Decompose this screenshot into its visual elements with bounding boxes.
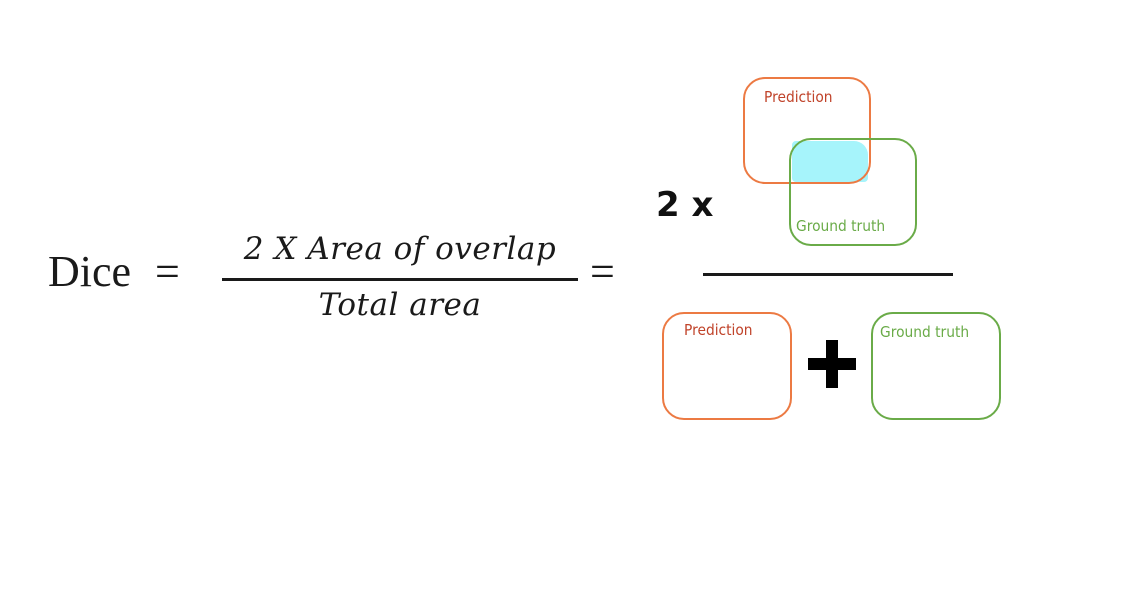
- fraction-bar: [222, 278, 578, 281]
- plus-icon: [808, 340, 856, 388]
- top-prediction-box: Prediction: [743, 77, 871, 184]
- bottom-ground-truth-box: Ground truth: [871, 312, 1001, 420]
- fraction-denominator: Total area: [318, 287, 482, 323]
- bottom-ground-truth-label: Ground truth: [880, 323, 970, 341]
- bottom-prediction-label: Prediction: [684, 321, 753, 339]
- top-ground-truth-box: Ground truth: [789, 138, 917, 246]
- visual-fraction-bar: [703, 273, 953, 276]
- fraction-numerator: 2 X Area of overlap: [243, 231, 557, 267]
- top-prediction-label: Prediction: [764, 88, 833, 106]
- bottom-prediction-box: Prediction: [662, 312, 792, 420]
- equals-sign-1: =: [155, 247, 180, 296]
- dice-label: Dice: [48, 247, 132, 296]
- top-ground-truth-label: Ground truth: [796, 217, 886, 235]
- multiplier-text: 2 x: [656, 185, 714, 225]
- equals-sign-2: =: [590, 247, 615, 296]
